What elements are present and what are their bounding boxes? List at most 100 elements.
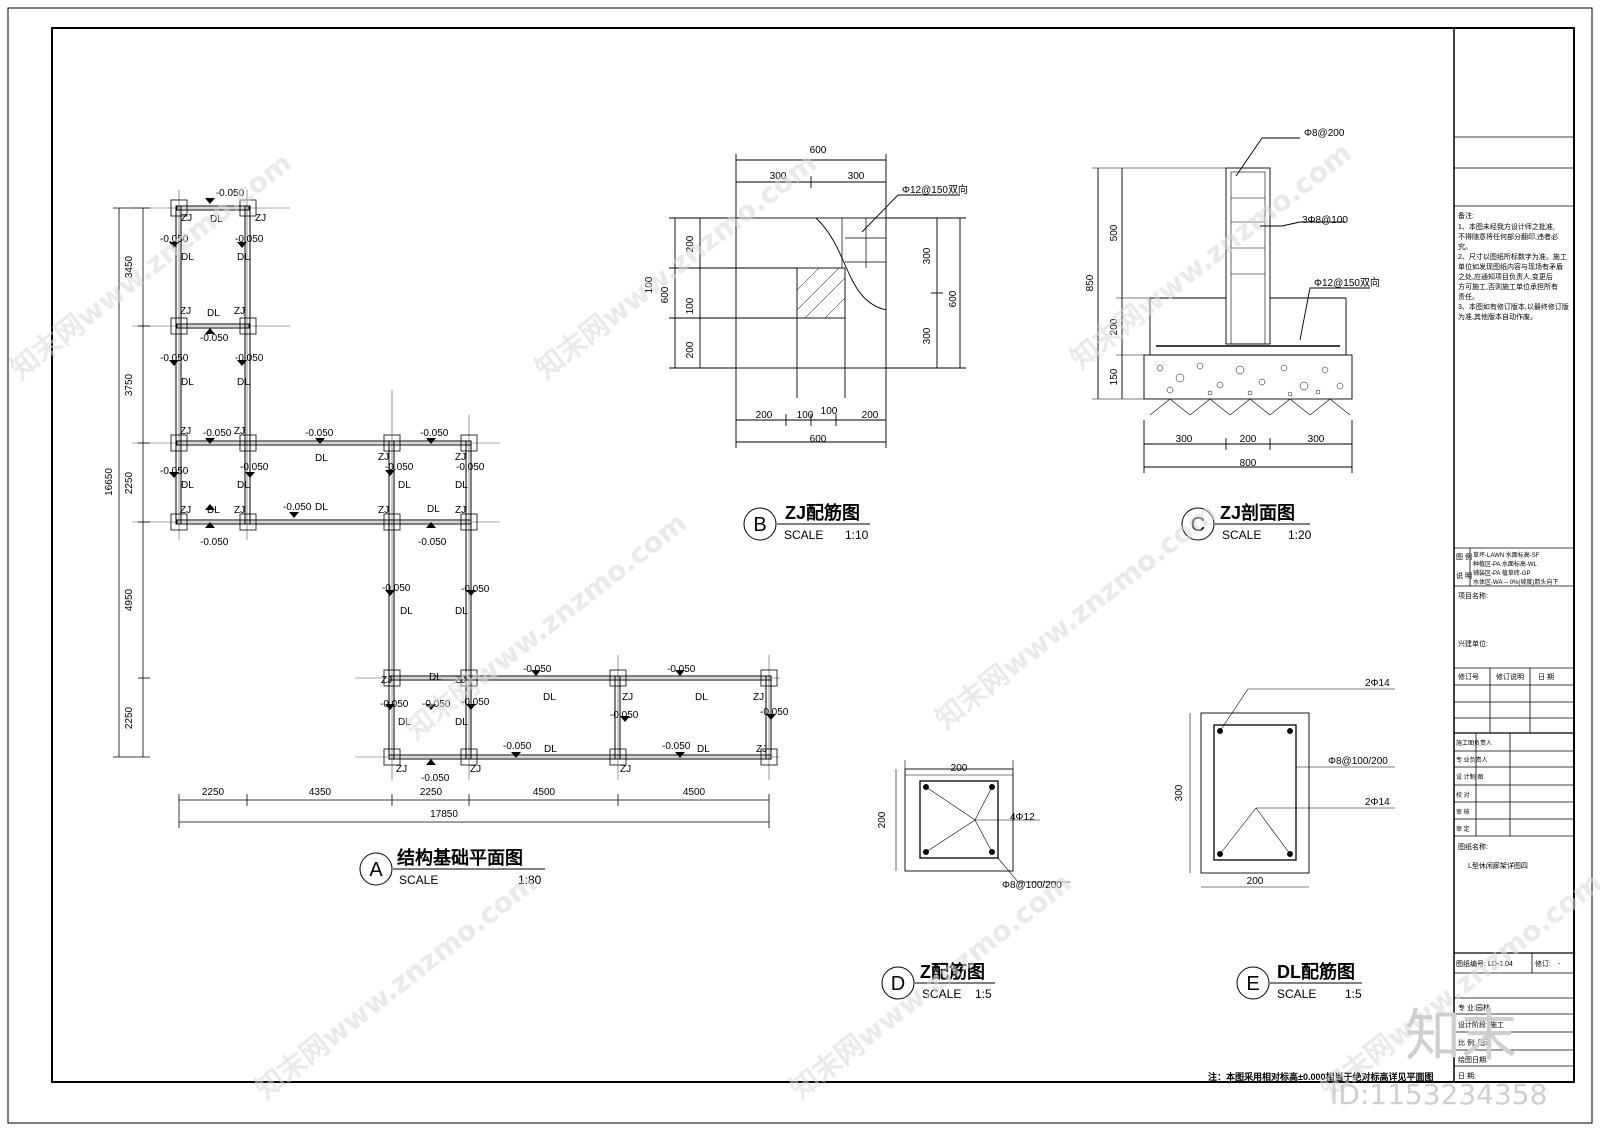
title-detail-b: B ZJ配筋图 SCALE 1:10 (743, 502, 870, 542)
zj-label: ZJ (255, 213, 266, 224)
signer-label: 审 核 (1456, 808, 1470, 816)
bottom-row: 绘图日期: (1458, 1055, 1488, 1064)
elev-label: -0.050 (422, 699, 451, 710)
rev-header: 修订说明 (1496, 672, 1524, 681)
z-column-labels: 200 200 4Φ12 Φ8@100/200 (877, 763, 1062, 891)
zj-reinforcement-plan (669, 154, 966, 448)
project-name-label: 项目名称: (1458, 591, 1488, 600)
zj-label: ZJ (455, 505, 466, 516)
dim-text: 300 (922, 327, 933, 344)
dl-label: DL (181, 377, 194, 388)
legend-row: 铺装区-PA 植草砖-GP (1473, 569, 1531, 577)
dim-text: 500 (1109, 224, 1120, 241)
note-line: 2、尺寸以图纸所标数字为准。施工 (1458, 252, 1567, 261)
legend-row: 水体区-WA ─ 0%(坡度)箭头向下 (1473, 578, 1558, 586)
legend-label: 说 明 (1456, 571, 1472, 580)
detail-title: ZJ剖面图 (1220, 502, 1295, 523)
dim-text: 200 (877, 811, 888, 828)
circle-letter: A (369, 859, 383, 881)
note-line: 责任。 (1458, 292, 1479, 301)
dim-text: 300 (1308, 434, 1325, 445)
dim-left-5: 2250 (124, 706, 135, 729)
revision-value: - (1558, 961, 1561, 968)
elev-label: -0.050 (610, 710, 639, 721)
dim-text: 200 (951, 763, 968, 774)
rebar-label: 3Φ8@100 (1302, 215, 1348, 226)
watermark-text: 知末网www.znzmo.com (784, 866, 1078, 1106)
zj-label: ZJ (381, 675, 392, 686)
zj-label: ZJ (234, 306, 245, 317)
dl-label: DL (398, 480, 411, 491)
brand-mark: 知末 ID:1153234358 (1330, 1004, 1547, 1111)
dl-label: DL (429, 672, 442, 683)
detail-title: ZJ配筋图 (785, 502, 860, 523)
dl-label: DL (695, 692, 708, 703)
rebar-label: Φ12@150双向 (902, 183, 968, 196)
dim-left-total: 16650 (104, 468, 115, 496)
dim-text: 600 (810, 434, 827, 445)
elev-label: -0.050 (667, 664, 696, 675)
dim-bottom-total: 17850 (430, 809, 458, 820)
watermark-text: 知末网www.znzmo.com (929, 496, 1223, 736)
note-line: 为准,其他版本自动作废。 (1458, 312, 1537, 321)
dl-label: DL (455, 717, 468, 728)
dim-left-1: 3450 (124, 255, 135, 278)
dim-bottom-1: 2250 (202, 787, 225, 798)
note-line: 之处,应通知项目负责人,变更后 (1458, 272, 1553, 281)
dim-text: 600 (660, 286, 671, 303)
title-block-text: 备注: 1、本图未经我方设计师之批准, 不得随意将任何部分翻印,违者必 究。 2… (1456, 211, 1569, 1080)
note-line: 3、本图如有修订版本,以最终修订版 (1458, 302, 1569, 311)
dim-text: 200 (685, 341, 696, 358)
rebar-label: Φ12@150双向 (1314, 276, 1380, 289)
bottom-row: 日 期: (1458, 1072, 1476, 1080)
bottom-row: 设计阶段: 施工 (1458, 1020, 1504, 1029)
note-line: 究。 (1458, 242, 1472, 251)
note-line: 单位如发现图纸内容与现场有矛盾 (1458, 262, 1563, 271)
revision-label: 修订: (1535, 959, 1551, 968)
dim-text: 200 (685, 235, 696, 252)
dim-text: 100 (685, 297, 696, 314)
rebar-label: Φ8@100/200 (1002, 880, 1062, 891)
dim-text: 100 (644, 276, 655, 293)
bottom-row: 比 例: 图示 (1458, 1038, 1492, 1047)
dl-label: DL (400, 606, 413, 617)
dim-text: 200 (1109, 318, 1120, 335)
title-plan-a: A 结构基础平面图 SCALE 1:80 (359, 847, 545, 887)
dl-label: DL (237, 377, 250, 388)
watermark-text: 知末网www.znzmo.com (529, 146, 823, 386)
dl-beam-labels: 2Φ14 Φ8@100/200 2Φ14 300 200 (1174, 678, 1390, 887)
title-block (1453, 28, 1574, 1082)
scale-value: 1:5 (1345, 987, 1362, 1001)
zj-section-labels: Φ8@200 3Φ8@100 Φ12@150双向 500 200 150 850… (1085, 128, 1380, 469)
signer-label: 设 计制 图 (1456, 773, 1483, 781)
detail-title: Z配筋图 (920, 961, 985, 982)
zj-label: ZJ (180, 426, 191, 437)
rebar-label: 2Φ14 (1365, 797, 1390, 808)
title-detail-e: E DL配筋图 SCALE 1:5 (1236, 961, 1362, 1001)
dl-label: DL (543, 692, 556, 703)
zj-section (1092, 137, 1370, 473)
dim-text: 300 (1176, 434, 1193, 445)
legend-label: 图 例 (1456, 552, 1472, 561)
dl-label: DL (455, 606, 468, 617)
elev-label: -0.050 (235, 353, 264, 364)
earth-hatch (1149, 398, 1351, 416)
dim-text: 300 (1174, 784, 1185, 801)
dl-beam-section (1189, 688, 1395, 888)
zj-label: ZJ (620, 764, 631, 775)
elev-label: -0.050 (421, 773, 450, 784)
dim-text: 100 (797, 410, 814, 421)
elev-label: -0.050 (760, 707, 789, 718)
note-line: 不得随意将任何部分翻印,违者必 (1458, 232, 1558, 241)
dim-text: 600 (810, 145, 827, 156)
dim-text: 300 (922, 247, 933, 264)
dim-left-2: 3750 (124, 373, 135, 396)
dl-label: DL (181, 480, 194, 491)
signer-label: 施工图负责人 (1456, 739, 1492, 747)
elev-label: -0.050 (200, 333, 229, 344)
dim-text: 850 (1085, 274, 1096, 291)
foundation-plan (113, 190, 780, 828)
circle-letter: E (1246, 973, 1259, 995)
dim-text: 200 (756, 410, 773, 421)
dl-label: DL (315, 453, 328, 464)
